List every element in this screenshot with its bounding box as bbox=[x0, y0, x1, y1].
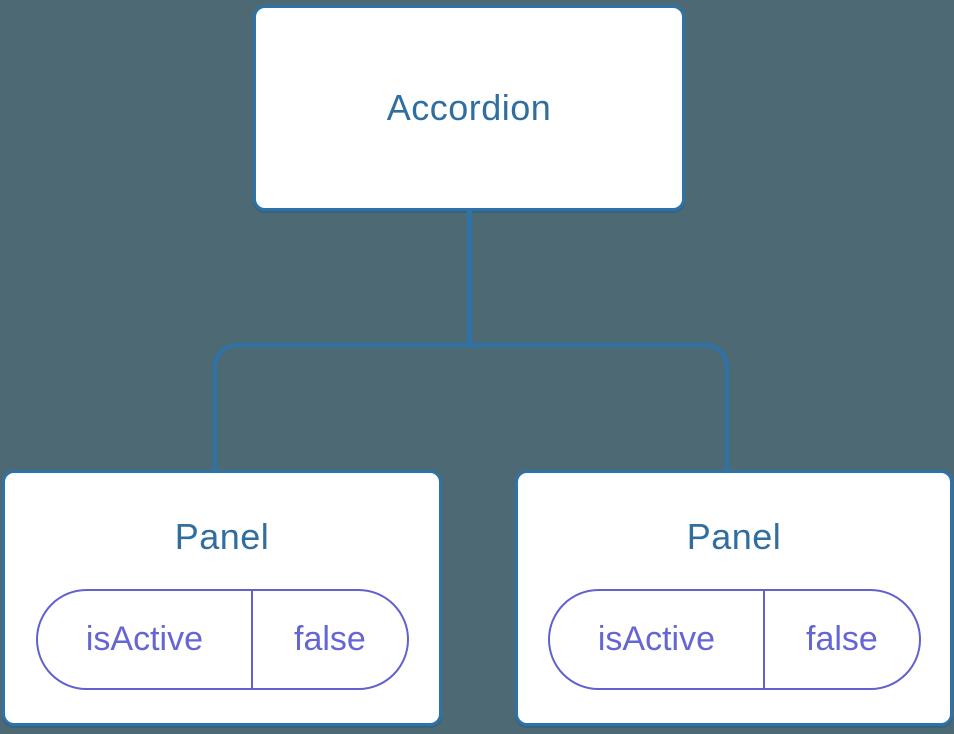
state-pill: isActive false bbox=[35, 589, 409, 690]
panel-label: Panel bbox=[686, 516, 782, 557]
connector-stem bbox=[467, 211, 472, 347]
component-box-panel-2: Panel isActive false bbox=[515, 470, 953, 726]
component-box-accordion: Accordion bbox=[253, 5, 685, 211]
state-pill: isActive false bbox=[547, 589, 921, 690]
state-key: isActive bbox=[38, 591, 254, 688]
panel-label: Panel bbox=[174, 516, 270, 557]
state-value: false bbox=[806, 620, 878, 658]
connector-bracket bbox=[213, 343, 729, 470]
accordion-label: Accordion bbox=[386, 87, 552, 128]
state-value: false bbox=[294, 620, 366, 658]
state-key: isActive bbox=[550, 591, 766, 688]
component-box-panel-1: Panel isActive false bbox=[2, 470, 442, 726]
